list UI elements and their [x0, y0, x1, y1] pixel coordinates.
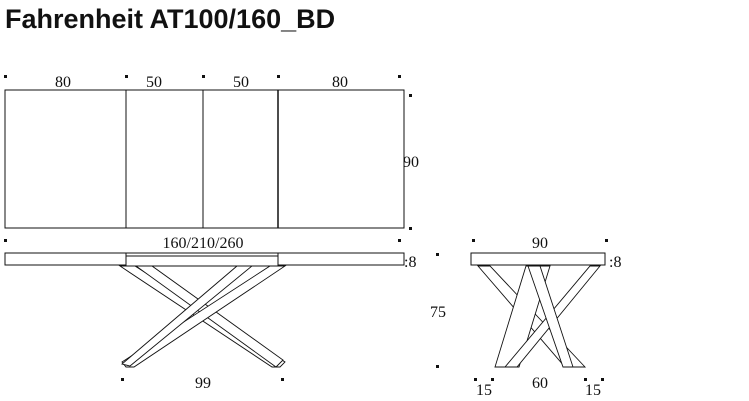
- depth-label: 90: [403, 154, 419, 171]
- side-thickness-label: :8: [609, 254, 621, 271]
- length-label: 160/210/260: [163, 235, 244, 252]
- segment-2-label: 50: [146, 74, 162, 91]
- foot-left-label: 15: [476, 382, 492, 399]
- tabletop-side: [470, 252, 606, 266]
- front-thickness-label: :8: [404, 254, 416, 271]
- dimension-markers: [4, 75, 412, 242]
- side-leg-span-label: 60: [532, 375, 548, 392]
- front-view: :8 99: [4, 252, 416, 392]
- foot-right-label: 15: [585, 382, 601, 399]
- height-label: 75: [430, 304, 446, 321]
- segment-3-label: 50: [233, 74, 249, 91]
- segment-1-label: 80: [55, 74, 71, 91]
- cross-legs: [477, 265, 601, 368]
- front-leg-span-label: 99: [195, 375, 211, 392]
- extension-insert: [125, 252, 279, 267]
- drawing-title: Fahrenheit AT100/160_BD: [5, 4, 336, 34]
- side-view: 90 :8 75 15 60 15: [430, 235, 621, 399]
- side-width-label: 90: [532, 235, 548, 252]
- segment-4-label: 80: [332, 74, 348, 91]
- top-view: 80 50 50 80 90 160/210/260: [4, 74, 419, 252]
- tabletop-outline: [4, 89, 405, 229]
- cross-legs: [118, 265, 287, 368]
